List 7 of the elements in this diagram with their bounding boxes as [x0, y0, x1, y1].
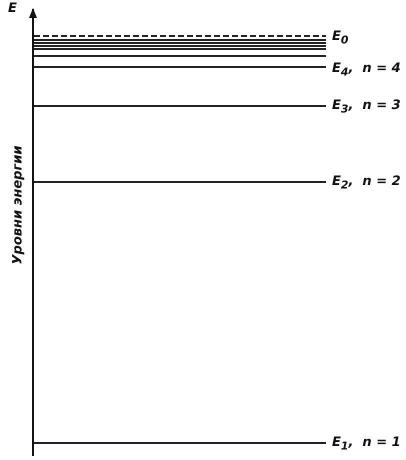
- axis-label: E: [8, 2, 17, 16]
- level-label: E$_{4}$, n = 4: [332, 62, 401, 80]
- level-label: E$_{3}$, n = 3: [332, 99, 401, 117]
- level-label: E$_{2}$, n = 2: [332, 175, 401, 193]
- level-label: E$_{1}$, n = 1: [332, 436, 401, 454]
- level-label: E$_{0}$: [332, 30, 348, 48]
- vertical-axis-title: Уровни энергии: [10, 146, 25, 264]
